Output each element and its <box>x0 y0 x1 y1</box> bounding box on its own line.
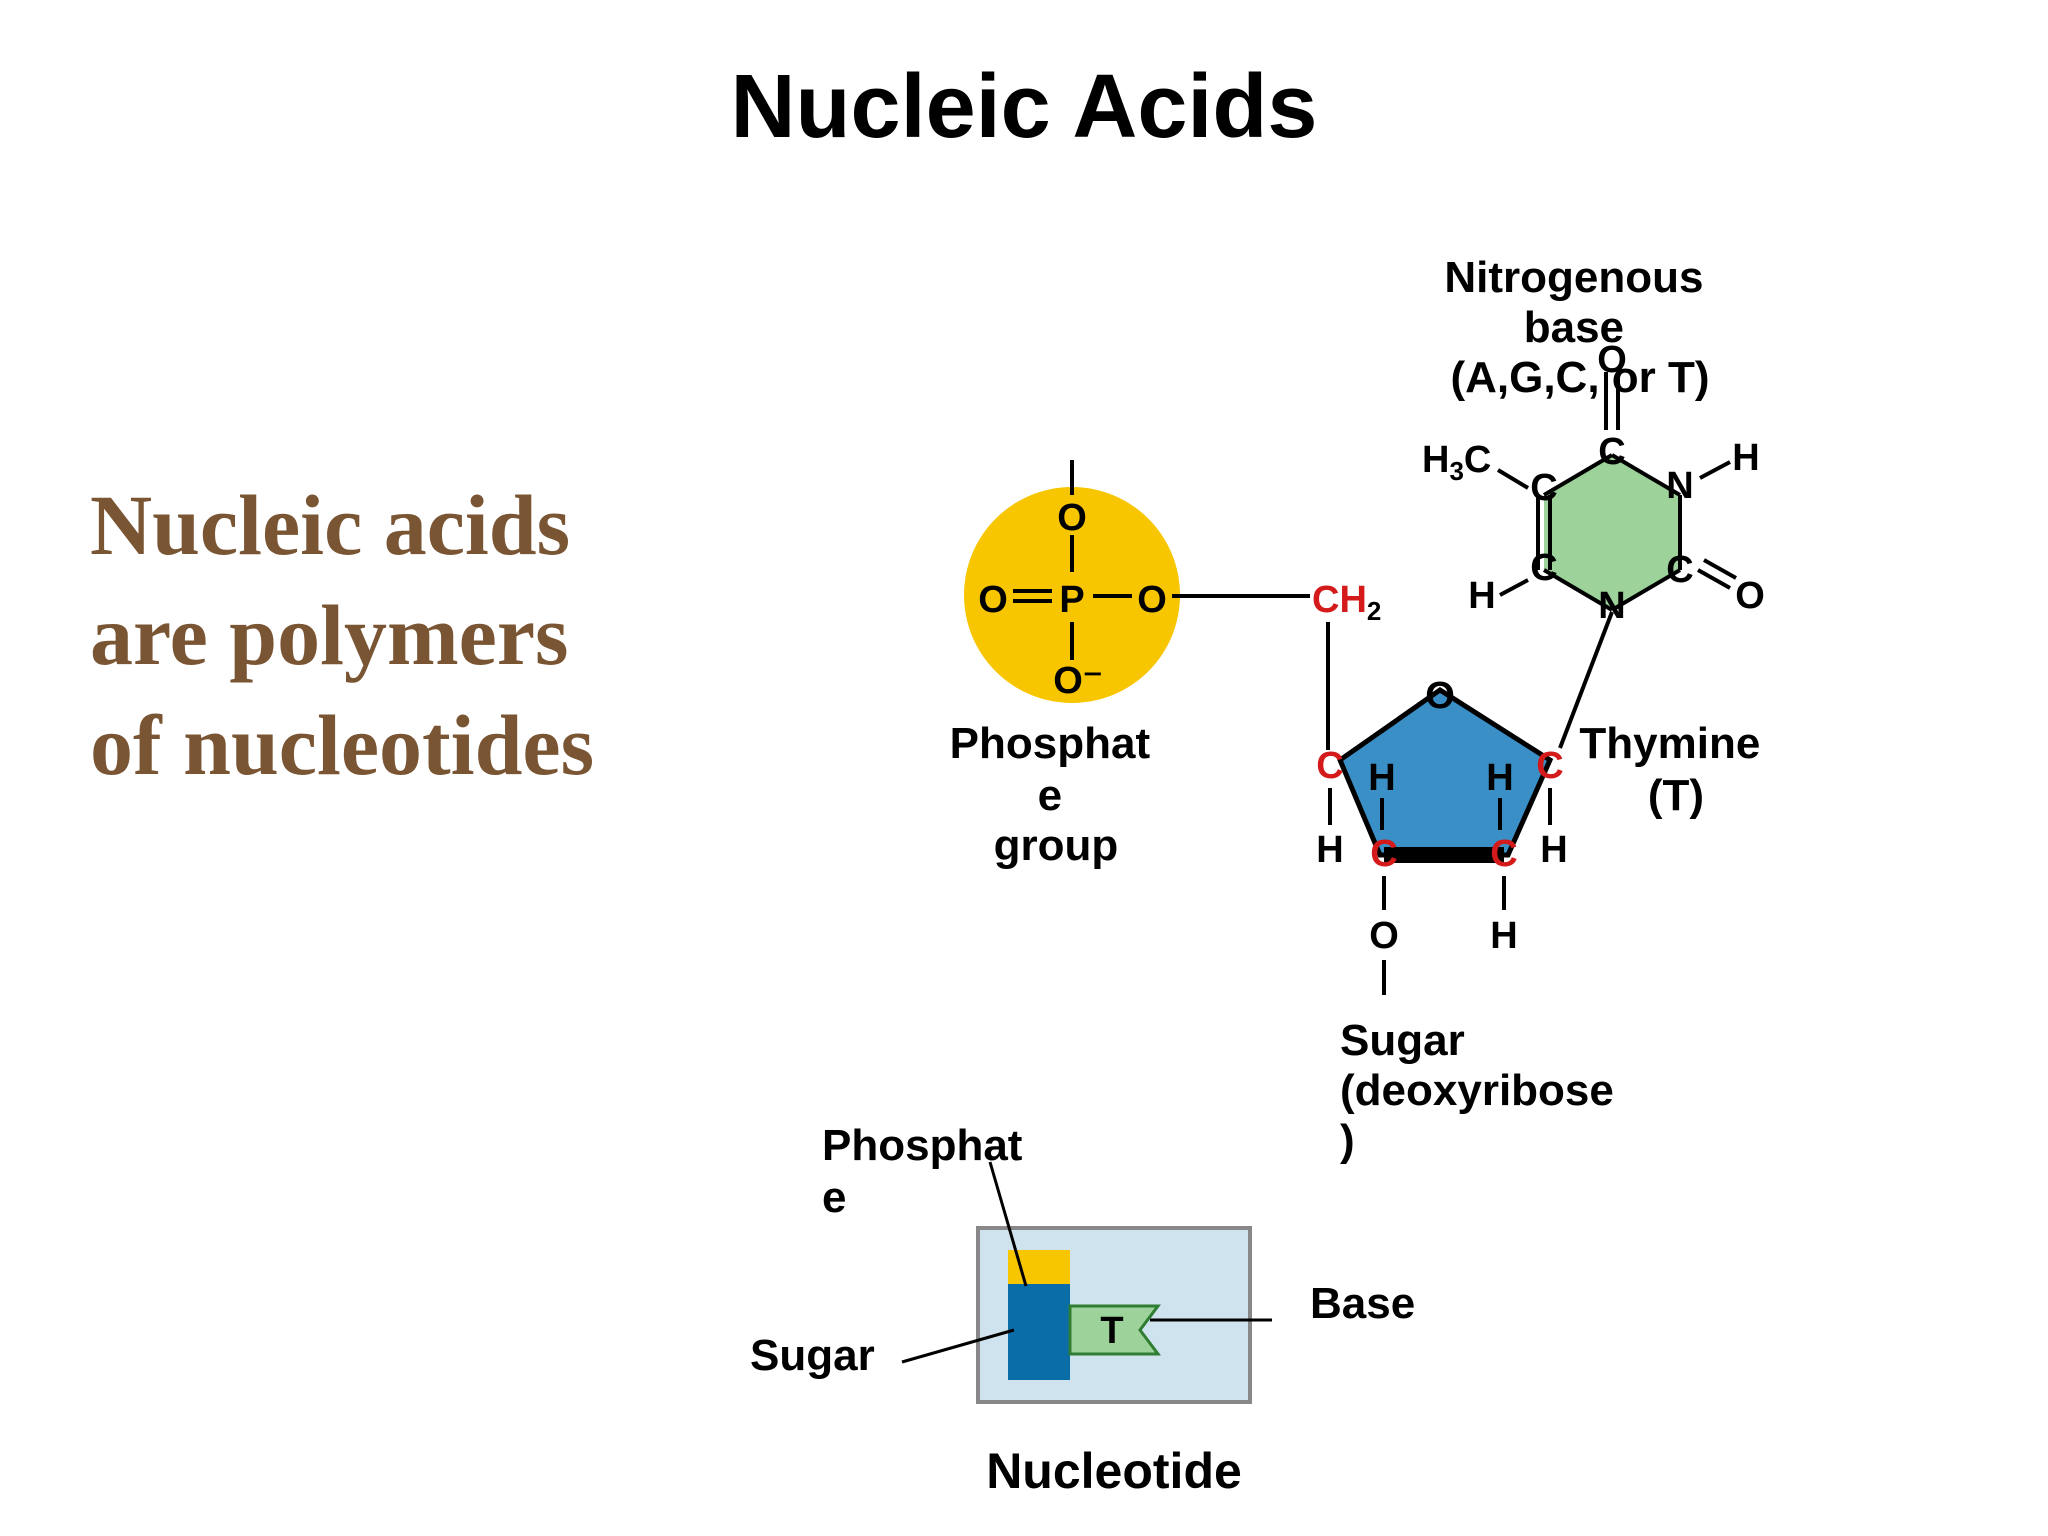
label-line: e <box>822 1173 846 1222</box>
label-line: ) <box>1340 1116 1355 1165</box>
atom-o-3prime: O <box>1369 915 1399 957</box>
label-line: e <box>1038 771 1062 820</box>
label-nitrogenous-base: Nitrogenous base (A,G,C, or T) <box>1444 253 1715 402</box>
atom-c-base-top: C <box>1598 431 1625 473</box>
atom-p: P <box>1059 579 1084 621</box>
thymine-base: O C N C N C C H O H H3C <box>1422 339 1765 627</box>
lead-line: Nucleic acids <box>90 477 571 573</box>
atom-c-4: C <box>1316 745 1343 787</box>
label-line: Sugar <box>1340 1016 1465 1065</box>
box-base-flag <box>1068 1304 1161 1356</box>
atom-o-ring: O <box>1425 675 1455 717</box>
atom-o-c2: O <box>1735 575 1765 617</box>
leader-phosphate <box>988 1161 1028 1287</box>
label-line: (deoxyribose <box>1340 1066 1614 1115</box>
label-thymine: Thymine (T) <box>1579 719 1772 820</box>
label-line: base <box>1524 303 1624 352</box>
atom-o-top: O <box>1057 497 1087 539</box>
atom-h-c6: H <box>1468 575 1495 617</box>
atom-subscript-3: 3 <box>1449 456 1463 486</box>
lead-line: are polymers <box>90 587 569 683</box>
base-hexagon <box>1544 455 1680 610</box>
atom-n-3: N <box>1666 465 1693 507</box>
sugar-ring: O C C C C H H H H O H <box>1316 675 1568 995</box>
label-phosphate-group: Phosphat e group <box>950 719 1163 870</box>
label-line: group <box>994 821 1119 870</box>
atom-h: H <box>1368 757 1395 799</box>
nucleotide-summary: T Phosphat e Sugar Base Nucleotide <box>750 1121 1415 1499</box>
lead-text: Nucleic acids are polymers of nucleotide… <box>90 470 730 800</box>
atom-c-3: C <box>1370 833 1397 875</box>
box-label-base: Base <box>1310 1279 1415 1328</box>
atom-subscript-2: 2 <box>1367 596 1381 626</box>
atom-o-base-top: O <box>1597 339 1627 381</box>
phosphate-circle <box>964 487 1180 703</box>
label-sugar-deoxyribose: Sugar (deoxyribose ) <box>1340 1016 1626 1165</box>
phosphate-group: O O P O O⁻ <box>964 460 1310 703</box>
atom-h: H <box>1540 829 1567 871</box>
label-line: (T) <box>1648 771 1704 820</box>
leader-sugar <box>901 1328 1015 1364</box>
nucleotide-caption: Nucleotide <box>986 1443 1242 1499</box>
box-base-letter: T <box>1100 1310 1123 1352</box>
label-line: Phosphat <box>950 719 1151 768</box>
atom-c-2: C <box>1490 833 1517 875</box>
label-line: (A,G,C, or T) <box>1450 353 1709 402</box>
atom-h: H <box>1316 829 1343 871</box>
atom-o-right: O <box>1137 579 1167 621</box>
lead-line: of nucleotides <box>90 697 595 793</box>
box-label-phosphate: Phosphat e <box>822 1121 1035 1222</box>
atom-o-minus: O⁻ <box>1053 660 1103 702</box>
page-title: Nucleic Acids <box>730 57 1318 157</box>
atom-h: H <box>1490 915 1517 957</box>
atom-c-base: C <box>1530 467 1557 509</box>
label-line: Thymine <box>1579 719 1760 768</box>
atom-o-left: O <box>978 579 1008 621</box>
atom-n-1: N <box>1598 585 1625 627</box>
atom-h3c-h: H <box>1422 439 1449 481</box>
box-sugar-block <box>1008 1284 1070 1380</box>
box-label-sugar: Sugar <box>750 1331 875 1380</box>
atom-ch2: CH2 <box>1312 579 1381 626</box>
atom-h3c-c: C <box>1464 439 1491 481</box>
atom-ch: CH <box>1312 579 1367 621</box>
atom-c-base: C <box>1666 549 1693 591</box>
atom-h: H <box>1486 757 1513 799</box>
atom-c-base: C <box>1530 547 1557 589</box>
atom-c-1: C <box>1536 745 1563 787</box>
atom-h3c: H3C <box>1422 439 1491 486</box>
label-line: Nitrogenous <box>1444 253 1703 302</box>
label-line: Phosphat <box>822 1121 1023 1170</box>
atom-h-n3: H <box>1732 437 1759 479</box>
